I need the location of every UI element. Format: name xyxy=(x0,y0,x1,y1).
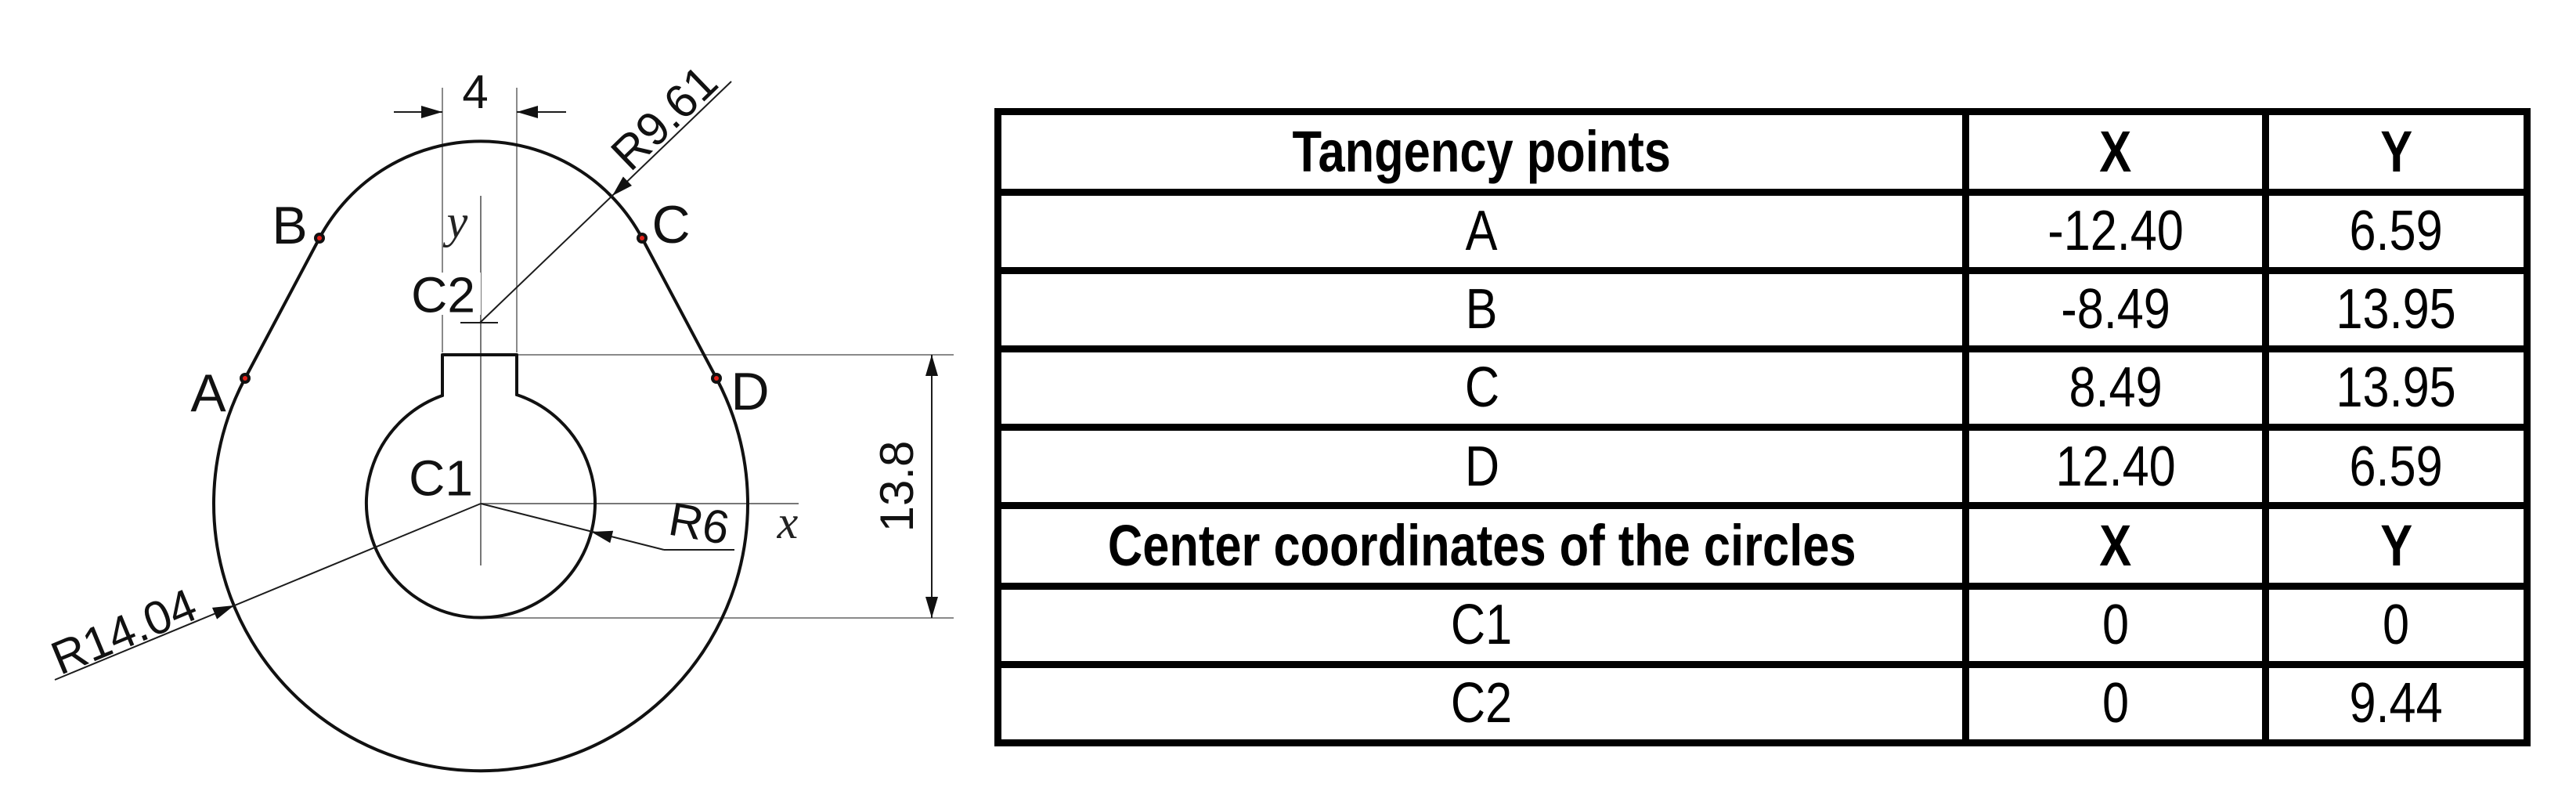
cell-text: 0 xyxy=(2102,594,2130,657)
keyway-width-dim-label: 4 xyxy=(462,66,488,118)
table-header-row-centers: Center coordinates of the circles X Y xyxy=(994,502,2531,590)
arrowhead-r14-04 xyxy=(211,605,234,620)
cell-text: 6.59 xyxy=(2349,200,2444,263)
cell-x-value: 8.49 xyxy=(1962,345,2269,431)
arrowhead-keyway-left xyxy=(421,106,442,118)
tangency-point-c-marker xyxy=(637,233,648,244)
cell-text: C1 xyxy=(1451,594,1513,657)
height-dim-label: 13.8 xyxy=(871,441,923,533)
outer-radius-dim-label: R14.04 xyxy=(44,578,204,685)
table-row-point-a: A -12.40 6.59 xyxy=(994,188,2531,274)
cell-x-value: -12.40 xyxy=(1962,188,2269,274)
cell-text: 0 xyxy=(2102,672,2130,735)
inner-radius-dim-label: R6 xyxy=(665,493,733,555)
inner-bore-circle xyxy=(364,393,597,620)
table-row-point-d: D 12.40 6.59 xyxy=(994,423,2531,510)
cell-y-value: 13.95 xyxy=(2262,266,2531,352)
table-row-point-b: B -8.49 13.95 xyxy=(994,266,2531,352)
cell-text: -8.49 xyxy=(2061,278,2170,341)
c2-label-background xyxy=(406,273,481,315)
leader-line-r9-61 xyxy=(479,81,732,323)
cell-y-value: 6.59 xyxy=(2262,188,2531,274)
arrowhead-keyway-right xyxy=(517,106,538,118)
cam-profile-drawing: 4 13.8 R9.61 R14.04 R6 xyxy=(44,56,954,773)
cell-text: 13.95 xyxy=(2336,278,2457,341)
cell-text: -12.40 xyxy=(2047,200,2184,263)
cell-text: X xyxy=(2099,512,2132,578)
header-cell-y: Y xyxy=(2262,502,2531,590)
cell-text: X xyxy=(2099,118,2132,184)
cell-x-value: -8.49 xyxy=(1962,266,2269,352)
cell-text: 0 xyxy=(2383,594,2410,657)
cell-text: Y xyxy=(2380,512,2412,578)
cell-text: A xyxy=(1466,200,1498,263)
cell-y-value: 6.59 xyxy=(2262,423,2531,510)
cell-text: C xyxy=(1464,356,1499,420)
arrowhead-height-bottom xyxy=(925,597,938,618)
tangency-point-b-marker xyxy=(314,233,325,244)
coordinates-table: Tangency points X Y A -12.40 6.59 B -8.4… xyxy=(994,108,2531,747)
cell-point-label: A xyxy=(994,188,1969,274)
leader-line-r14-04 xyxy=(54,503,482,681)
keyway-slot xyxy=(441,353,518,397)
cell-x-value: 0 xyxy=(1962,660,2269,747)
cell-text: 9.44 xyxy=(2349,672,2444,735)
table-header-row-tangency: Tangency points X Y xyxy=(994,108,2531,196)
header-cell-y: Y xyxy=(2262,108,2531,196)
arrowhead-r6 xyxy=(591,530,614,544)
cell-text: D xyxy=(1464,435,1499,498)
x-axis-label: x xyxy=(777,497,799,548)
cell-text: 13.95 xyxy=(2336,356,2457,420)
header-cell-tangency-points: Tangency points xyxy=(994,108,1969,196)
point-label-c: C xyxy=(651,195,690,255)
cell-text: Center coordinates of the circles xyxy=(1107,512,1856,578)
top-radius-dim-label: R9.61 xyxy=(601,56,727,180)
y-axis-label: y xyxy=(442,196,468,247)
center-label-c2: C2 xyxy=(411,266,475,323)
header-cell-x: X xyxy=(1962,108,2269,196)
table-row-center-c1: C1 0 0 xyxy=(994,582,2531,668)
point-label-b: B xyxy=(272,196,307,255)
leader-line-r6 xyxy=(480,503,665,551)
cell-point-label: C xyxy=(994,345,1969,431)
point-label-d: D xyxy=(731,362,769,421)
table-row-center-c2: C2 0 9.44 xyxy=(994,660,2531,747)
outer-profile xyxy=(212,139,749,773)
point-label-a: A xyxy=(190,363,226,423)
tangency-point-a-marker xyxy=(240,373,251,384)
arrowhead-height-top xyxy=(925,355,938,376)
tangency-point-d-marker xyxy=(711,373,722,384)
cell-point-label: C2 xyxy=(994,660,1969,747)
cell-text: Y xyxy=(2380,118,2412,184)
cell-point-label: D xyxy=(994,423,1969,510)
cell-text: C2 xyxy=(1451,672,1513,735)
table-row-point-c: C 8.49 13.95 xyxy=(994,345,2531,431)
cell-text: B xyxy=(1466,278,1498,341)
cell-point-label: C1 xyxy=(994,582,1969,668)
cell-text: Tangency points xyxy=(1292,118,1672,184)
cell-y-value: 0 xyxy=(2262,582,2531,668)
cell-x-value: 0 xyxy=(1962,582,2269,668)
cell-point-label: B xyxy=(994,266,1969,352)
header-cell-x: X xyxy=(1962,502,2269,590)
cell-y-value: 13.95 xyxy=(2262,345,2531,431)
cell-text: 6.59 xyxy=(2349,435,2444,498)
center-label-c1: C1 xyxy=(409,450,473,506)
cell-text: 8.49 xyxy=(2069,356,2163,420)
cell-text: 12.40 xyxy=(2055,435,2176,498)
cell-x-value: 12.40 xyxy=(1962,423,2269,510)
cell-y-value: 9.44 xyxy=(2262,660,2531,747)
header-cell-center-coordinates: Center coordinates of the circles xyxy=(994,502,1969,590)
arrowhead-r9-61 xyxy=(612,176,632,196)
